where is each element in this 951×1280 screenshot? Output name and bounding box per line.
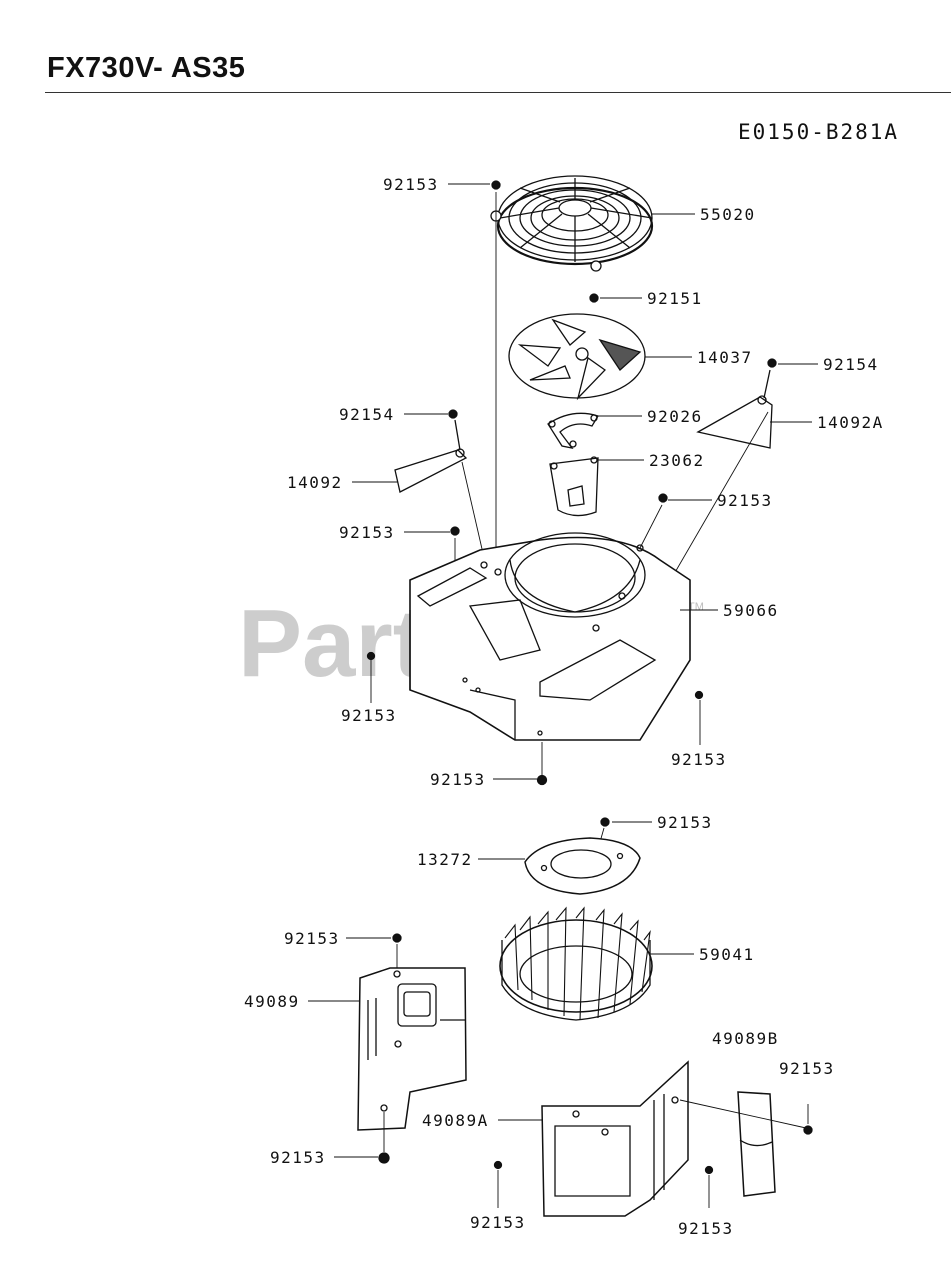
label-13272: 13272	[417, 850, 473, 869]
shroud-59066-part[interactable]	[409, 532, 691, 741]
label-59066: 59066	[723, 601, 779, 620]
bolt-shroud-bottom[interactable]	[536, 774, 548, 786]
label-92153-upper-right: 92153	[717, 491, 773, 510]
bolt-shroud-left[interactable]	[366, 651, 376, 661]
plate-49089B-part[interactable]	[737, 1091, 776, 1197]
fan-screen-plate-part[interactable]	[508, 313, 646, 401]
rotating-screen-part[interactable]	[490, 175, 654, 272]
bracket-92026-part[interactable]	[547, 412, 599, 449]
label-59041: 59041	[699, 945, 755, 964]
bolt-plate[interactable]	[600, 817, 610, 827]
label-92153-shield-right: 92153	[779, 1059, 835, 1078]
label-92153-shield-mid: 92153	[678, 1219, 734, 1238]
label-14037: 14037	[697, 348, 753, 367]
bolt-shield-left[interactable]	[493, 1160, 503, 1170]
label-92153-cover-top: 92153	[284, 929, 340, 948]
bolt-cover-bottom[interactable]	[378, 1152, 390, 1164]
bolt-92151[interactable]	[589, 293, 599, 303]
bolt-shield-right[interactable]	[803, 1125, 813, 1135]
page-title: FX730V- AS35	[47, 52, 246, 84]
label-92153-right-bolt: 92153	[671, 750, 727, 769]
plate-13272-part[interactable]	[524, 837, 641, 895]
label-92153-cover-bottom: 92153	[270, 1148, 326, 1167]
bolt-shroud-right[interactable]	[694, 690, 704, 700]
label-92153-left-mid: 92153	[339, 523, 395, 542]
label-55020: 55020	[700, 205, 756, 224]
label-92026: 92026	[647, 407, 703, 426]
label-14092A: 14092A	[817, 413, 884, 432]
bolt-left-mid[interactable]	[450, 526, 460, 536]
label-92151: 92151	[647, 289, 703, 308]
label-92153-plate: 92153	[657, 813, 713, 832]
baffle-14092-part[interactable]	[394, 448, 468, 493]
label-49089B: 49089B	[712, 1029, 779, 1048]
label-92153-left-bolt: 92153	[341, 706, 397, 725]
cover-49089-part[interactable]	[357, 967, 467, 1131]
label-92153-bottom-center: 92153	[430, 770, 486, 789]
label-49089A: 49089A	[422, 1111, 489, 1130]
bolt-92154-right[interactable]	[767, 358, 777, 368]
label-92154-right: 92154	[823, 355, 879, 374]
bolt-top[interactable]	[491, 180, 501, 560]
fan-59041-part[interactable]	[499, 906, 653, 1021]
bolt-92154-left[interactable]	[448, 409, 458, 419]
label-49089: 49089	[244, 992, 300, 1011]
baffle-14092A-part[interactable]	[696, 395, 773, 449]
shield-49089A-part[interactable]	[541, 1060, 689, 1217]
label-14092: 14092	[287, 473, 343, 492]
bolt-upper-right[interactable]	[658, 493, 668, 503]
label-23062: 23062	[649, 451, 705, 470]
label-92153-top: 92153	[383, 175, 439, 194]
title-divider	[45, 92, 951, 93]
label-92153-shield-left: 92153	[470, 1213, 526, 1232]
bracket-23062-part[interactable]	[549, 456, 599, 517]
label-92154-left: 92154	[339, 405, 395, 424]
bolt-cover-top[interactable]	[392, 933, 402, 943]
diagram-code: E0150-B281A	[738, 120, 900, 144]
bolt-shield-mid[interactable]	[704, 1165, 714, 1175]
leader-lines	[308, 183, 818, 1158]
